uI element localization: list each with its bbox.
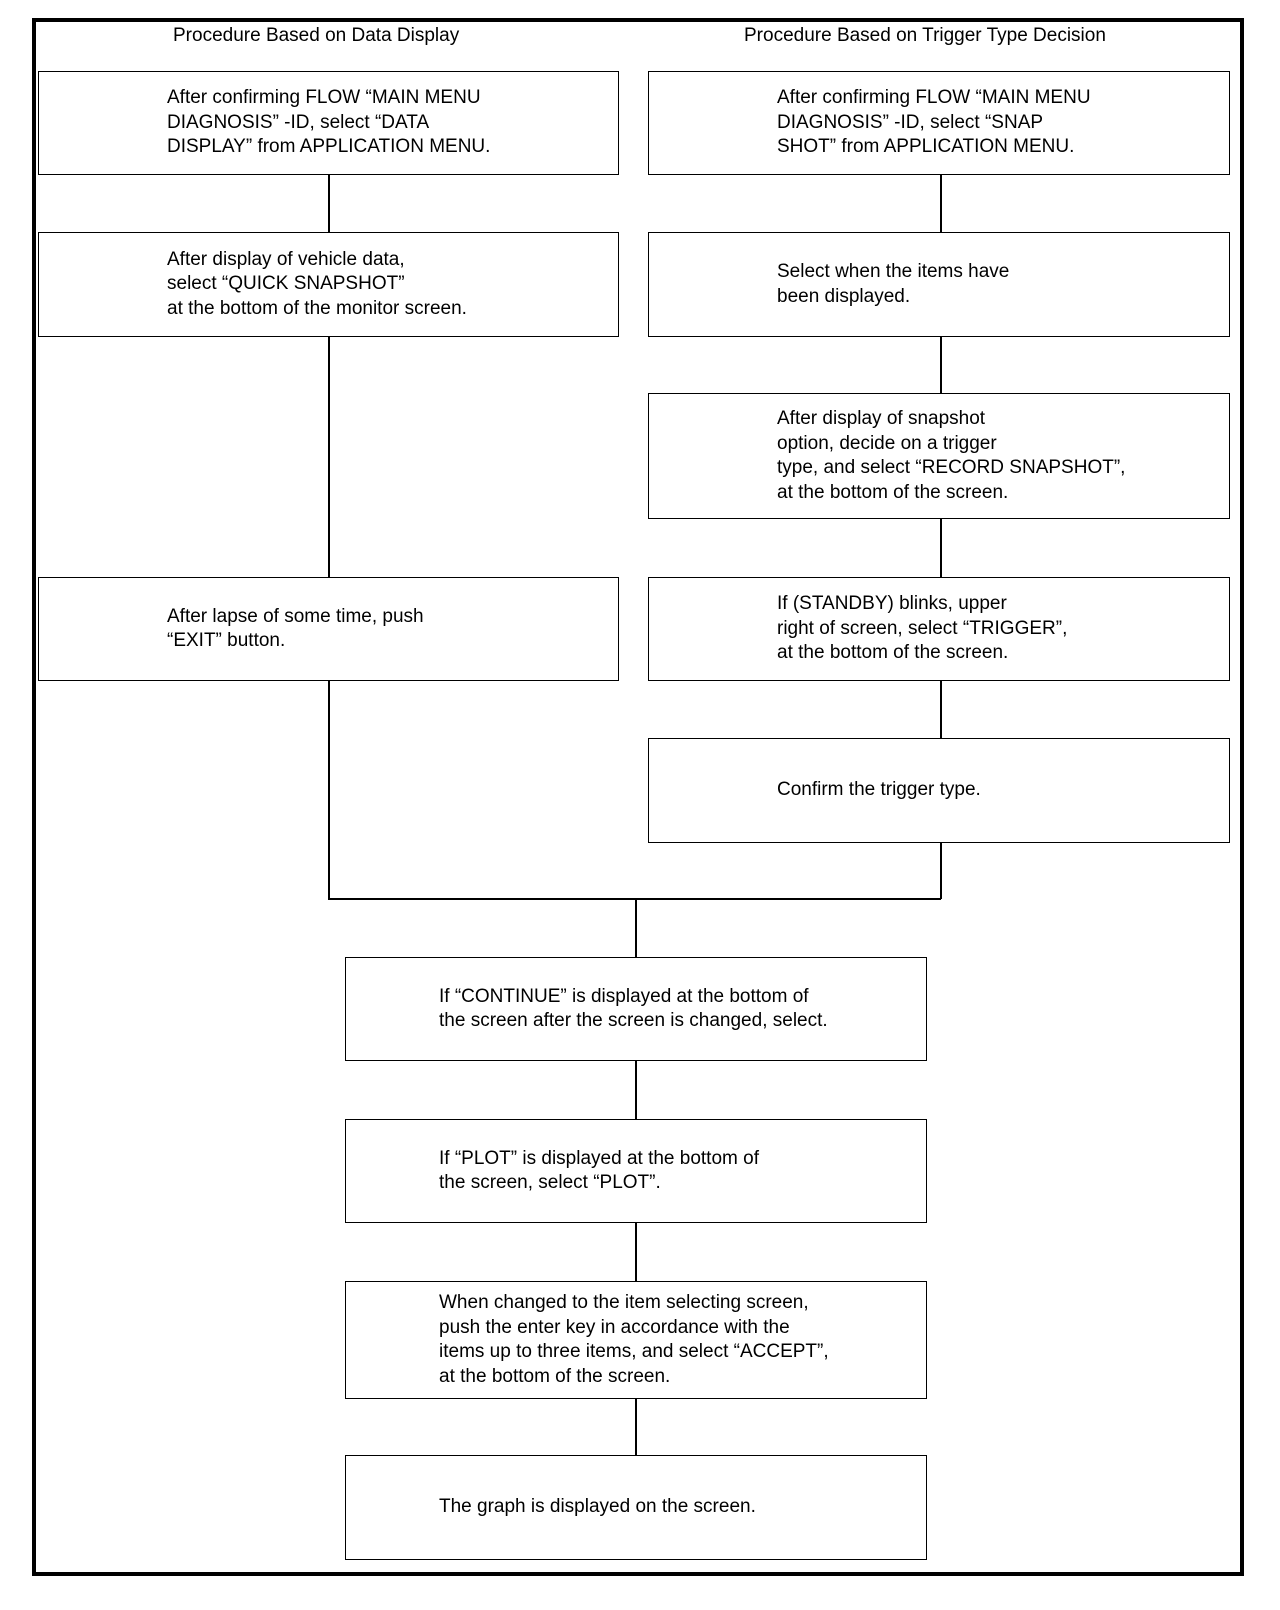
right-step-5: Confirm the trigger type. bbox=[648, 738, 1230, 843]
right-step-4-text: If (STANDBY) blinks, upper right of scre… bbox=[777, 593, 1068, 664]
left-step-3-text: After lapse of some time, push “EXIT” bu… bbox=[167, 605, 424, 652]
right-step-2: Select when the items have been displaye… bbox=[648, 232, 1230, 337]
right-step-5-text: Confirm the trigger type. bbox=[777, 779, 981, 801]
left-step-1-text: After confirming FLOW “MAIN MENU DIAGNOS… bbox=[167, 87, 491, 158]
left-step-1: After confirming FLOW “MAIN MENU DIAGNOS… bbox=[38, 71, 619, 175]
left-step-2-text: After display of vehicle data, select “Q… bbox=[167, 248, 467, 319]
connector-common-2-3 bbox=[635, 1222, 637, 1282]
common-step-1-text: If “CONTINUE” is displayed at the bottom… bbox=[439, 985, 828, 1032]
connector-right-5-merge bbox=[940, 842, 942, 899]
common-step-4: The graph is displayed on the screen. bbox=[345, 1455, 927, 1560]
merge-line bbox=[328, 898, 941, 900]
right-column-header: Procedure Based on Trigger Type Decision bbox=[744, 25, 1106, 46]
connector-left-2-3 bbox=[328, 336, 330, 578]
connector-right-4-5 bbox=[940, 680, 942, 739]
right-step-1-text: After confirming FLOW “MAIN MENU DIAGNOS… bbox=[777, 87, 1091, 158]
diagram-frame bbox=[32, 18, 1244, 1576]
connector-right-1-2 bbox=[940, 174, 942, 233]
connector-right-3-4 bbox=[940, 518, 942, 578]
left-column-header: Procedure Based on Data Display bbox=[173, 25, 460, 46]
common-step-3: When changed to the item selecting scree… bbox=[345, 1281, 927, 1399]
right-step-4: If (STANDBY) blinks, upper right of scre… bbox=[648, 577, 1230, 681]
right-step-3: After display of snapshot option, decide… bbox=[648, 393, 1230, 519]
common-step-4-text: The graph is displayed on the screen. bbox=[439, 1496, 756, 1518]
connector-left-1-2 bbox=[328, 174, 330, 233]
right-step-1: After confirming FLOW “MAIN MENU DIAGNOS… bbox=[648, 71, 1230, 175]
connector-merge-common-1 bbox=[635, 898, 637, 958]
common-step-2: If “PLOT” is displayed at the bottom of … bbox=[345, 1119, 927, 1223]
right-step-3-text: After display of snapshot option, decide… bbox=[777, 408, 1126, 503]
left-step-2: After display of vehicle data, select “Q… bbox=[38, 232, 619, 337]
left-step-3: After lapse of some time, push “EXIT” bu… bbox=[38, 577, 619, 681]
connector-left-3-merge bbox=[328, 680, 330, 899]
connector-right-2-3 bbox=[940, 336, 942, 394]
common-step-3-text: When changed to the item selecting scree… bbox=[439, 1292, 829, 1387]
connector-common-3-4 bbox=[635, 1398, 637, 1456]
connector-common-1-2 bbox=[635, 1060, 637, 1120]
common-step-2-text: If “PLOT” is displayed at the bottom of … bbox=[439, 1147, 759, 1194]
common-step-1: If “CONTINUE” is displayed at the bottom… bbox=[345, 957, 927, 1061]
right-step-2-text: Select when the items have been displaye… bbox=[777, 261, 1010, 307]
